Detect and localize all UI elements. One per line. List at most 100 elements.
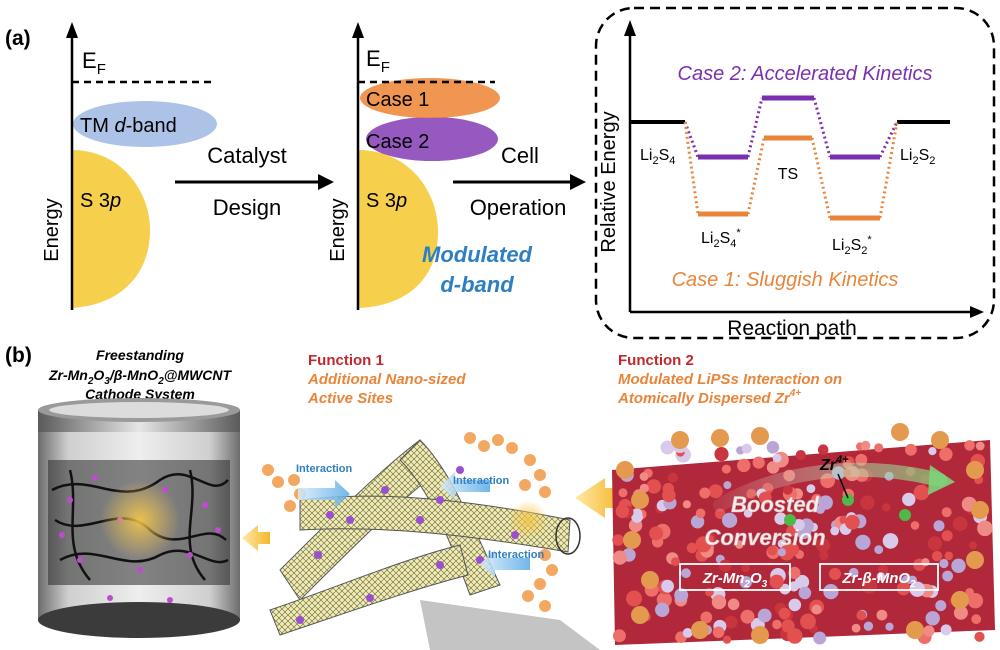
fermi-level-label: EF <box>82 48 106 78</box>
plot-xlabel: Reaction path <box>727 317 857 340</box>
dashed-frame <box>594 6 996 340</box>
tm-dband-shape <box>73 101 217 147</box>
atom <box>700 611 713 624</box>
atom <box>682 628 693 638</box>
zr-atom <box>784 514 796 526</box>
label-li2s4: Li2S4 <box>640 147 675 167</box>
plot-x-arrowhead <box>970 306 984 318</box>
catalyst-design-arrow: Catalyst Design <box>175 143 334 220</box>
case1-path <box>683 121 899 221</box>
arrow2-line2: Operation <box>470 195 567 220</box>
atom <box>876 572 886 581</box>
atom <box>876 609 888 621</box>
atom <box>944 551 954 561</box>
sulfur-sphere <box>691 621 709 639</box>
atom <box>639 472 649 481</box>
case1-label: Case 1 <box>366 89 429 111</box>
glow-highlight <box>100 480 180 560</box>
atom <box>885 622 894 631</box>
lips-chains <box>262 432 558 612</box>
cell-operation-arrow: Cell Operation <box>453 143 586 220</box>
atom <box>952 516 968 531</box>
sulfur-sphere <box>966 461 984 479</box>
title-line1: Freestanding <box>96 347 184 363</box>
atom <box>686 542 698 554</box>
interaction-arrow-3 <box>480 550 530 578</box>
atom <box>971 614 982 625</box>
atom <box>905 443 917 456</box>
atom <box>695 508 706 519</box>
atom <box>739 576 752 589</box>
tm-dband-label: TM d-band <box>80 115 177 137</box>
interaction-label-2: Interaction <box>453 475 510 487</box>
arrow2-line1: Cell <box>501 143 539 168</box>
sulfur-sphere <box>631 606 649 624</box>
atom <box>935 600 947 612</box>
s3p-band-shape <box>72 150 150 308</box>
atom <box>695 536 712 553</box>
energy-axis-arrowhead <box>66 22 78 38</box>
nanotube-3 <box>299 495 571 553</box>
atom <box>711 594 727 610</box>
atom <box>777 548 787 557</box>
atom <box>848 567 859 578</box>
atom <box>951 558 966 573</box>
atom <box>941 530 953 542</box>
case1-title: Case 1: Sluggish Kinetics <box>672 269 899 291</box>
atom <box>787 628 803 644</box>
atom <box>785 542 800 557</box>
atom <box>722 512 738 528</box>
atom <box>727 598 740 611</box>
atom <box>741 443 752 454</box>
function1-heading: Function 1 <box>308 352 384 369</box>
sulfur-sphere <box>906 621 924 639</box>
atom <box>671 557 680 566</box>
atom <box>743 509 753 518</box>
interaction-label-1: Interaction <box>296 463 353 475</box>
sulfur-sphere <box>616 461 634 479</box>
zoom-arrow-1 <box>242 525 270 551</box>
atom <box>766 461 780 474</box>
shadow <box>420 600 600 650</box>
zr-pointer <box>837 473 849 499</box>
label-li2s2: Li2S2 <box>900 147 935 167</box>
sulfur-sphere <box>891 423 909 441</box>
arrow2-head <box>570 174 586 190</box>
sulfur-sphere <box>951 591 969 609</box>
atom <box>660 440 675 455</box>
atom <box>874 545 884 554</box>
atom <box>913 484 930 501</box>
atom <box>690 515 705 529</box>
atom <box>772 619 782 630</box>
zr-mn2o3-box <box>679 563 791 591</box>
atom <box>769 574 784 589</box>
function2-line1: Modulated LiPSs Interaction on <box>618 371 842 388</box>
energy-axis-label-2: Energy <box>327 198 349 261</box>
atom <box>612 629 626 643</box>
atom <box>975 441 985 451</box>
atom-field <box>612 423 993 645</box>
nanotube-4 <box>269 544 469 636</box>
atom <box>964 440 975 451</box>
zr-beta-mno2-label: Zr-β-MnO2 <box>841 570 916 590</box>
atom <box>723 481 732 490</box>
atom <box>941 507 952 518</box>
atom <box>845 514 860 530</box>
modulated-line1: Modulated <box>422 242 533 267</box>
atom <box>615 504 630 519</box>
panel-b-label: (b) <box>5 344 32 367</box>
atom <box>674 588 689 603</box>
atom <box>939 558 949 569</box>
atom <box>965 588 974 597</box>
atom <box>851 623 861 633</box>
atom <box>896 581 911 596</box>
atom <box>781 619 795 633</box>
function2-heading: Function 2 <box>618 352 694 369</box>
s3p-band-shape-2 <box>358 150 438 308</box>
atom <box>722 635 732 644</box>
atom <box>612 550 628 565</box>
atom <box>639 483 649 493</box>
sulfur-sphere <box>631 491 649 509</box>
atom <box>800 613 816 630</box>
atom <box>681 568 691 579</box>
